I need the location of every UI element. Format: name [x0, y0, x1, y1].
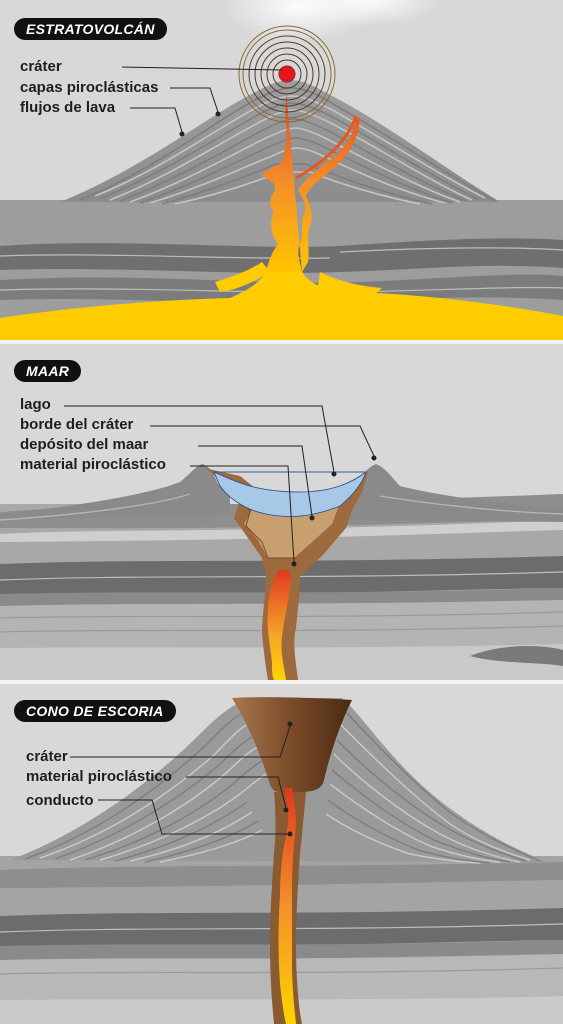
panel-divider	[0, 680, 563, 684]
label-pyroclastic-material: material piroclástico	[20, 456, 166, 473]
magma-conduit	[262, 78, 360, 272]
panel-title-cinder-cone: CONO DE ESCORIA	[14, 700, 176, 722]
panel-cinder-cone: CONO DE ESCORIA cráter material piroclás…	[0, 684, 563, 1024]
pyroclastic-layers	[39, 719, 531, 864]
panel-divider	[0, 340, 563, 344]
label-conduit: conducto	[26, 792, 94, 809]
lava-conduit	[267, 570, 291, 680]
cone-crater-funnel	[232, 697, 352, 792]
panel-title-maar: MAAR	[14, 360, 82, 382]
label-crater: cráter	[26, 748, 68, 765]
label-lava-flows: flujos de lava	[20, 99, 116, 116]
pyroclastic-layers	[94, 95, 486, 205]
leader-lines	[121, 66, 283, 137]
leader-lines	[64, 405, 377, 567]
panel-title-stratovolcano: ESTRATOVOLCÁN	[14, 18, 167, 40]
smoke-plume	[300, 0, 440, 26]
leader-lines	[70, 721, 293, 837]
label-crater: cráter	[20, 58, 62, 75]
panel-maar: MAAR lago borde del cráter depósito del …	[0, 344, 563, 680]
crater-rim-right	[350, 464, 563, 522]
crater-rings	[238, 25, 336, 123]
label-pyroclastic-layers: capas piroclásticas	[20, 79, 159, 96]
lava-conduit	[278, 788, 296, 1024]
label-pyroclastic-material: material piroclástico	[26, 768, 172, 785]
crater-vent-dot	[279, 66, 295, 82]
maar-illustration	[0, 405, 563, 680]
panel-stratovolcano: ESTRATOVOLCÁN cráter capas piroclásticas…	[0, 0, 563, 340]
label-crater-rim: borde del cráter	[20, 416, 134, 433]
crater-rim-left	[0, 464, 230, 520]
cinder-cone-illustration	[0, 697, 563, 1024]
label-lake: lago	[20, 396, 51, 413]
stratovolcano-illustration	[0, 0, 563, 340]
magma-chamber	[0, 268, 563, 340]
label-maar-deposit: depósito del maar	[20, 436, 149, 453]
